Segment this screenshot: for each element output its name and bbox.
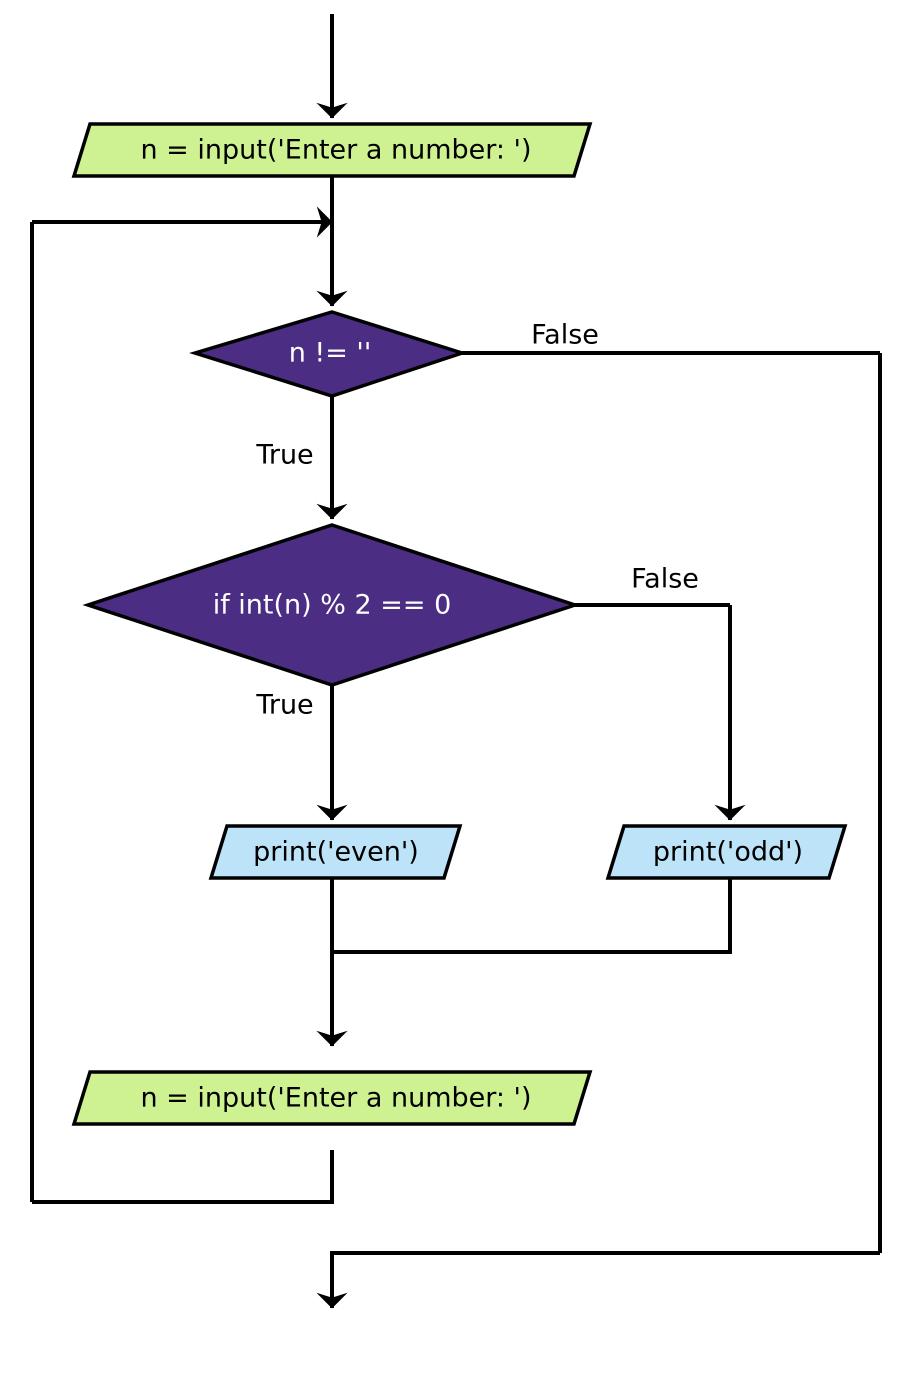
edge-label-even-true: True [255,690,313,721]
input-top-shape [71,122,593,178]
input-top-label: n = input('Enter a number: ') [140,135,531,166]
print-odd-shape [605,824,848,880]
edge-label-not-empty-false: False [531,320,599,351]
edge-label-not-empty-true: True [255,440,313,471]
input-bottom-label: n = input('Enter a number: ') [140,1083,531,1114]
decision-even-label: if int(n) % 2 == 0 [213,590,452,621]
print-even-label: print('even') [253,837,419,868]
node-print-even[interactable]: print('even') [208,824,463,880]
decision-not-empty-shape [189,310,468,398]
decision-even-shape [82,523,581,687]
print-even-shape [208,824,463,880]
print-odd-label: print('odd') [653,837,803,868]
node-print-odd[interactable]: print('odd') [605,824,848,880]
node-input-top[interactable]: n = input('Enter a number: ') [71,122,593,178]
node-decision-not-empty[interactable]: n != '' [189,310,468,398]
decision-not-empty-label: n != '' [289,338,372,369]
node-decision-even[interactable]: if int(n) % 2 == 0 [82,523,581,687]
node-input-bottom[interactable]: n = input('Enter a number: ') [71,1070,593,1126]
edge-label-even-false: False [631,564,699,595]
input-bottom-shape [71,1070,593,1126]
